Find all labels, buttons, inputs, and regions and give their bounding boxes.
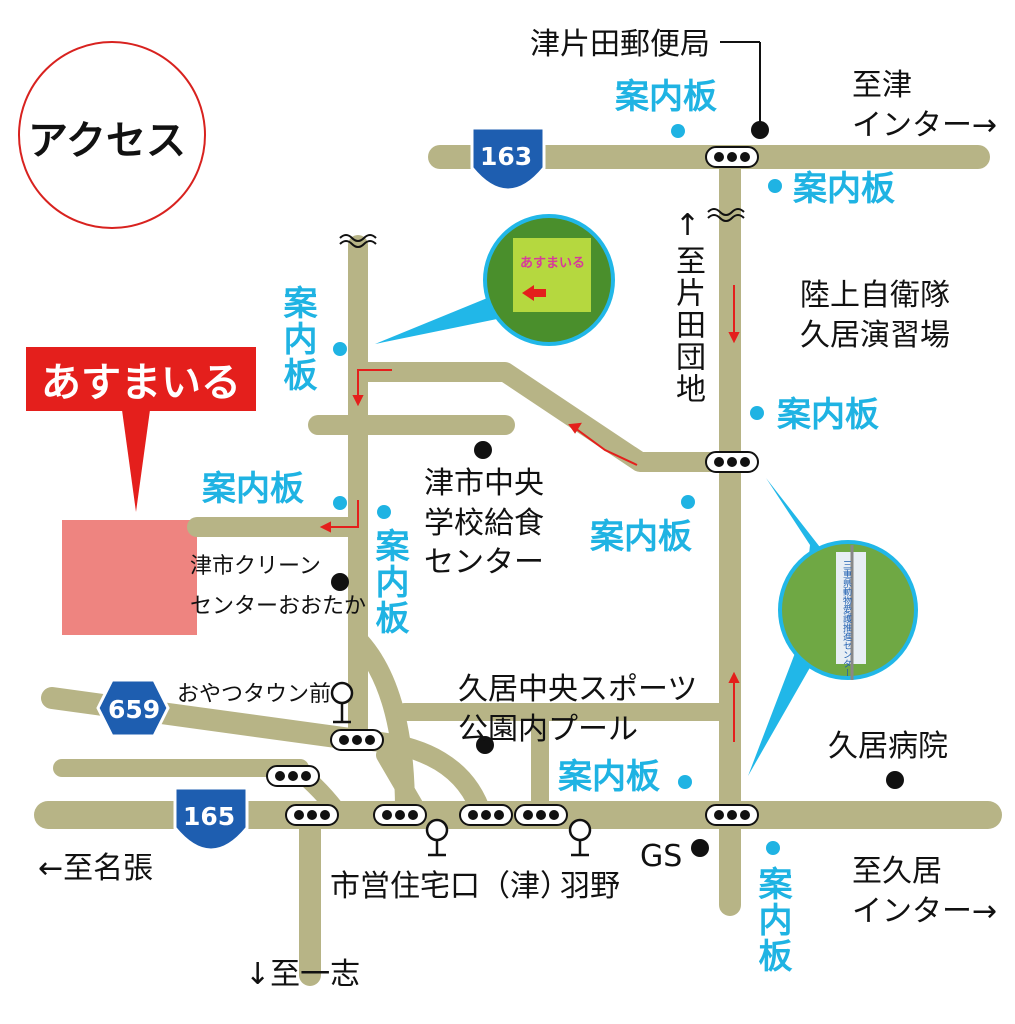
sports-park-pool-label: 久居中央スポーツ公園内プール [458,672,698,747]
photo2-sign-text: 三重県動物愛護推進センター [841,560,851,677]
signboard-dots [333,124,782,855]
signboard-label-7: 案内板 [590,517,692,557]
signboard-label-5: 案内板 [202,469,304,509]
route-163-number: 163 [480,142,533,171]
signboard-label-3: 案内板 [277,285,317,393]
photo1-sign-text: あすまいる [520,256,586,271]
route-659-hexagon [96,678,170,738]
to-isshi-label: ↓至一志 [245,957,361,992]
title-circle [18,41,206,229]
traffic-signals [266,146,759,826]
photo1-pointer [375,292,502,344]
shiei-jutaku-bus-stop-label: 市営住宅口（津） [330,869,570,904]
route-659-number: 659 [108,695,161,724]
oyatsu-town-bus-stop-label: おやつタウン前 [177,682,332,707]
school-lunch-center-label: 津市中央学校給食センター [424,466,544,581]
destination-pointer [122,410,150,512]
signboard-label-4: 案内板 [777,395,879,435]
route-165-shield [173,786,249,852]
hano-bus-stop-label: 羽野 [560,869,620,904]
to-katada-danchi-label: ↑至片田団地 [670,208,705,405]
jsdf-label: 陸上自衛隊久居演習場 [800,278,950,353]
destination-label: あすまいる [26,347,256,411]
clean-center-label-2: センターおおたか [190,594,367,619]
signboard-label-9: 案内板 [752,866,792,974]
signboard-label-6: 案内板 [369,528,409,636]
page-title: アクセス [28,118,186,164]
hisai-hospital-label: 久居病院 [828,729,948,764]
to-tsu-ic-label: 至津インター→ [852,68,998,143]
bus-stop-symbols [330,681,592,857]
direction-arrows [319,285,740,742]
signboard-label-1: 案内板 [615,77,717,117]
route-163-shield [470,126,546,192]
signboard-label-2: 案内板 [793,169,895,209]
signboard-label-8: 案内板 [558,757,660,797]
katada-post-office-label: 津片田郵便局 [530,27,710,62]
clean-center-label-1: 津市クリーン [190,554,321,579]
gas-station-label: GS [640,839,683,874]
route-165-number: 165 [183,802,236,831]
to-nabari-label: ←至名張 [38,851,154,886]
landmark-dots [331,121,904,857]
road-break-marks [339,208,745,248]
to-hisai-ic-label: 至久居インター→ [852,854,998,929]
